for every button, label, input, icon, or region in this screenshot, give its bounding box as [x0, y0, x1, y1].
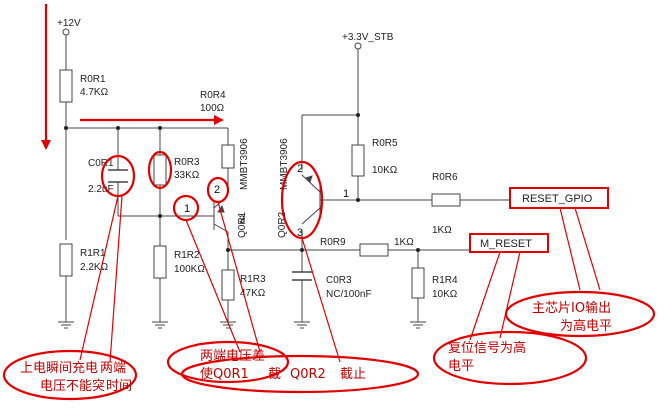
r0r3-value: 33KΩ [174, 170, 200, 181]
r0r6-ref: R0R6 [432, 172, 458, 183]
q0r1-pin-3: 3 [239, 214, 245, 226]
reset-gpio-label: RESET_GPIO [522, 193, 593, 205]
r0r1-body [59, 69, 73, 103]
r1r1-ref: R1R1 [80, 248, 106, 259]
junctions [64, 113, 420, 252]
q0r2-part: MMBT3906 [279, 138, 290, 190]
r1r3-body [221, 269, 235, 301]
r1r3-value: 47KΩ [240, 288, 266, 299]
r0r4-value: 100Ω [200, 103, 225, 114]
m-reset-label: M_RESET [480, 238, 532, 250]
q0r2-pin-3: 3 [297, 227, 303, 239]
transistor-q0r2-symbol [301, 174, 321, 225]
capacitor-plates [108, 169, 312, 281]
r0r9-value: 1KΩ [394, 237, 414, 248]
rail-33v-label: +3.3V_STB [342, 32, 394, 43]
r1r4-ref: R1R4 [432, 275, 458, 286]
m-reset-box [469, 233, 549, 253]
q0r1-part: MMBT3906 [239, 138, 250, 190]
q0r2-pin-1: 1 [343, 188, 349, 200]
annotation-cap-line2b: 时间 [106, 379, 132, 394]
r1r4-body [411, 267, 425, 299]
r0r9-ref: R0R9 [320, 237, 346, 248]
annotation-reset-line2: 电平 [448, 359, 474, 374]
q0r1-pin-2: 2 [214, 184, 220, 196]
r1r2-value: 100KΩ [174, 264, 205, 275]
r1r2-ref: R1R2 [174, 250, 200, 261]
r0r3-ref: R0R3 [174, 157, 200, 168]
annotation-q1-line2a: 使Q0R1 [200, 366, 249, 382]
annotation-cap-line2: 电压不能突 [40, 378, 105, 394]
c0r3-value: NC/100nF [326, 289, 372, 300]
annotation-q1-line2d: 截止 [340, 367, 366, 382]
q0r1-ref: Q0R1 [237, 211, 248, 238]
c0r1-value: 2.2uF [88, 184, 114, 195]
annotation-q1-line2b: 截 [268, 367, 281, 382]
resistor-bodies [59, 69, 461, 301]
r1r2-body [153, 245, 167, 279]
r0r5-body [351, 144, 365, 177]
ground-symbols [58, 321, 426, 329]
annotation-cap-line1: 上电瞬间充电 [20, 360, 98, 376]
r0r5-value: 10KΩ [372, 165, 398, 176]
c0r1-ref: C0R1 [88, 158, 114, 169]
r1r1-value: 2.2KΩ [80, 262, 109, 273]
annotation-gpio-line1: 主芯片IO输出 [532, 300, 611, 316]
annotation-reset-line1: 复位信号为高 [448, 340, 526, 356]
annotation-gpio-line2: 为高电平 [560, 318, 612, 334]
r0r1-ref: R0R1 [80, 74, 106, 85]
power-terminals [62, 28, 362, 50]
annotation-q1-line1: 两端电压差 [200, 349, 265, 364]
r1r4-value: 10KΩ [432, 289, 458, 300]
r0r6-value: 1KΩ [432, 225, 452, 236]
r0r9-body [359, 243, 389, 257]
r0r4-ref: R0R4 [200, 90, 226, 101]
r0r5-ref: R0R5 [372, 138, 398, 149]
annotation-markup [2, 4, 656, 401]
r0r1-value: 4.7KΩ [80, 87, 109, 98]
c0r3-ref: C0R3 [326, 275, 352, 286]
r1r3-ref: R1R3 [240, 274, 266, 285]
r0r4-body [221, 144, 235, 169]
q0r2-pin-2: 2 [297, 163, 303, 175]
rail-12v-label: +12V [57, 18, 81, 29]
r0r6-body [431, 193, 461, 207]
annotation-q1-line2c: Q0R2 [290, 367, 326, 382]
r0r3-body [153, 154, 167, 186]
annotation-cap-line1b: 两端 [100, 361, 126, 376]
r1r1-body [59, 243, 73, 277]
reset-gpio-box [509, 187, 609, 209]
q0r1-pin-1: 1 [184, 203, 190, 215]
q0r2-ref: Q0R2 [277, 211, 288, 238]
